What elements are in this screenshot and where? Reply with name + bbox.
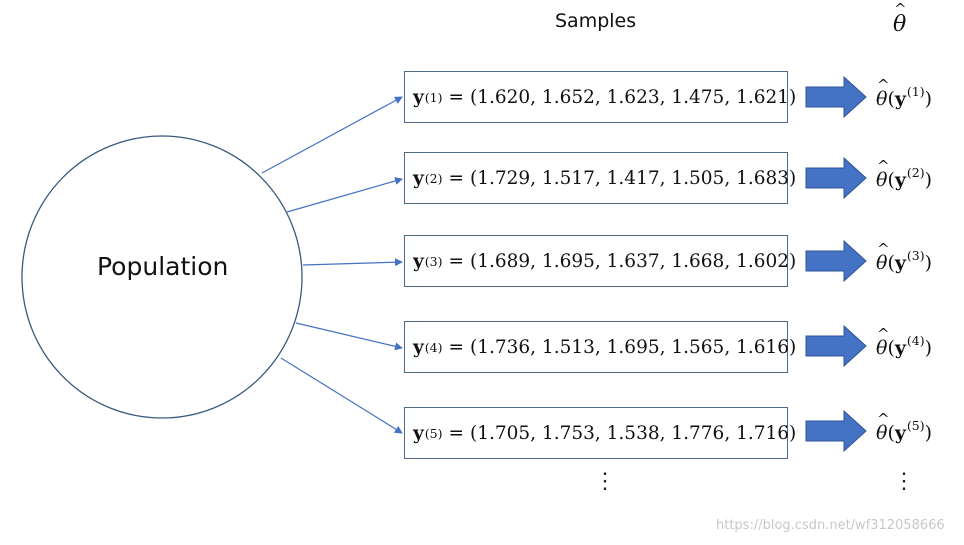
- sample-box-4: y(4) =(1.736, 1.513, 1.695, 1.565, 1.616): [404, 321, 796, 373]
- samples-header: Samples: [555, 10, 637, 32]
- block-arrow-5: [805, 409, 867, 453]
- connector-line-3: [302, 258, 403, 267]
- equals-sign: =: [448, 422, 464, 444]
- block-arrow-1: [805, 75, 867, 119]
- watermark: https://blog.csdn.net/wf312058666: [716, 518, 945, 533]
- sample-box-1: y(1) =(1.620, 1.652, 1.623, 1.475, 1.621): [404, 71, 796, 123]
- estimator-label-5: θ(y(5)): [876, 410, 932, 444]
- sample-var: y: [413, 336, 424, 358]
- estimator-symbol: θ: [876, 157, 890, 191]
- block-arrow-4: [805, 324, 867, 368]
- equals-sign: =: [448, 167, 464, 189]
- estimator-header: θ: [893, 0, 907, 37]
- sample-values: (1.729, 1.517, 1.417, 1.505, 1.683): [469, 167, 797, 189]
- population-label: Population: [97, 252, 229, 281]
- estimator-arg-index: (1): [906, 84, 925, 99]
- equals-sign: =: [448, 336, 464, 358]
- estimator-label-3: θ(y(3)): [876, 240, 932, 274]
- sample-index: (4): [424, 339, 443, 355]
- estimator-header-symbol: θ: [893, 0, 907, 37]
- sample-index: (5): [424, 425, 443, 441]
- sample-box-5: y(5) =(1.705, 1.753, 1.538, 1.776, 1.716): [404, 407, 796, 459]
- estimator-arg-var: y: [894, 422, 906, 444]
- estimator-arg-index: (4): [906, 333, 925, 348]
- estimator-label-2: θ(y(2)): [876, 157, 932, 191]
- connector-line-1: [261, 96, 403, 174]
- estimator-symbol: θ: [876, 410, 890, 444]
- sample-var: y: [413, 86, 424, 108]
- equals-sign: =: [448, 86, 464, 108]
- equals-sign: =: [448, 250, 464, 272]
- estimator-arg-var: y: [894, 337, 906, 359]
- estimator-arg-var: y: [894, 169, 906, 191]
- sample-box-3: y(3) =(1.689, 1.695, 1.637, 1.668, 1.602): [404, 235, 796, 287]
- sample-var: y: [413, 250, 424, 272]
- sample-values: (1.736, 1.513, 1.695, 1.565, 1.616): [469, 336, 797, 358]
- connector-line-4: [295, 322, 403, 351]
- block-arrow-2: [805, 156, 867, 200]
- sample-values: (1.705, 1.753, 1.538, 1.776, 1.716): [469, 422, 797, 444]
- estimator-symbol: θ: [876, 76, 890, 110]
- sample-box-2: y(2) =(1.729, 1.517, 1.417, 1.505, 1.683): [404, 152, 796, 204]
- block-arrow-3: [805, 239, 867, 283]
- sample-index: (3): [424, 253, 443, 269]
- sample-var: y: [413, 167, 424, 189]
- estimator-symbol: θ: [876, 325, 890, 359]
- estimator-continuation-dots: ⋮: [893, 469, 915, 494]
- sample-index: (1): [424, 89, 443, 105]
- estimator-arg-index: (3): [906, 248, 925, 263]
- estimator-arg-index: (2): [906, 165, 925, 180]
- estimator-label-1: θ(y(1)): [876, 76, 932, 110]
- connector-line-5: [280, 357, 403, 434]
- estimator-arg-var: y: [894, 252, 906, 274]
- population-circle: [21, 135, 303, 419]
- connector-line-2: [286, 177, 403, 213]
- sample-values: (1.689, 1.695, 1.637, 1.668, 1.602): [469, 250, 797, 272]
- estimator-arg-index: (5): [906, 418, 925, 433]
- sample-index: (2): [424, 170, 443, 186]
- estimator-symbol: θ: [876, 240, 890, 274]
- sample-var: y: [413, 422, 424, 444]
- samples-continuation-dots: ⋮: [594, 469, 616, 494]
- sample-values: (1.620, 1.652, 1.623, 1.475, 1.621): [469, 86, 797, 108]
- estimator-arg-var: y: [894, 88, 906, 110]
- estimator-label-4: θ(y(4)): [876, 325, 932, 359]
